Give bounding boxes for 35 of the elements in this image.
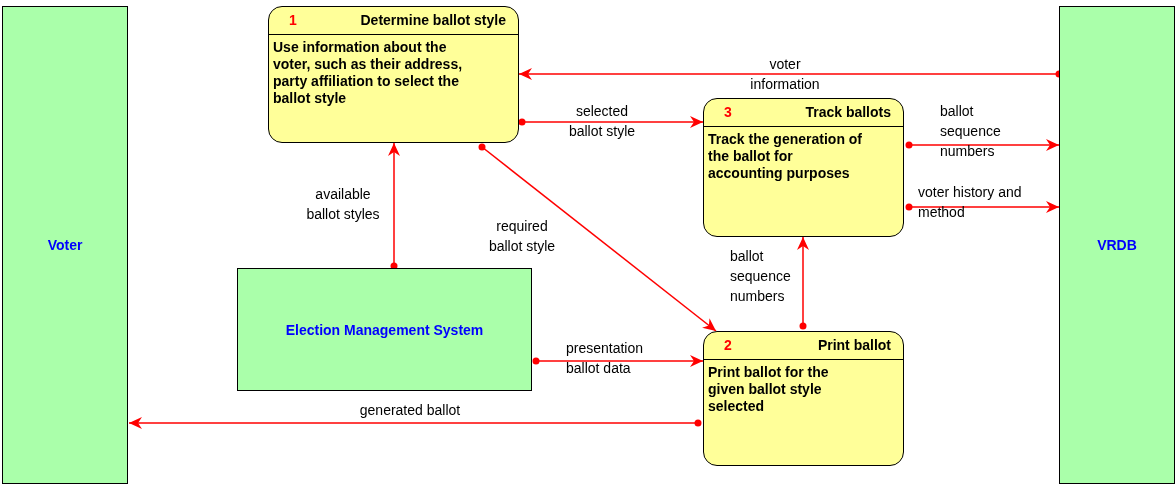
process-number: 3 (724, 104, 732, 120)
process-description: Print ballot for the given ballot style selected (707, 363, 830, 416)
arrow (128, 417, 702, 429)
arrow (905, 201, 1060, 213)
process-description: Use information about the voter, such as their address, party affiliation to select the ballot style (272, 38, 464, 108)
edge-label: generated ballot (358, 401, 462, 420)
arrow (797, 236, 809, 330)
entity-name: Voter (47, 237, 83, 253)
entity-name: Election Management System (285, 321, 484, 338)
process-title: Print ballot (817, 337, 891, 353)
process-description: Track the generation of the ballot for accounting purposes (707, 130, 864, 183)
arrow (905, 139, 1060, 151)
edge-label: voter history and method (918, 183, 1023, 222)
process-title: Determine ballot style (360, 12, 506, 28)
edge-label: ballot sequence numbers (940, 102, 1002, 161)
edge-label: required ballot style (487, 217, 557, 256)
entity-name: VRDB (1097, 237, 1137, 253)
edge-label: voter information (749, 55, 821, 94)
edge-label: ballot sequence numbers (730, 247, 792, 306)
external-entity-box (1059, 6, 1175, 484)
arrow (532, 355, 704, 367)
process-box (268, 6, 519, 143)
edge-label: available ballot styles (305, 185, 381, 224)
process-number: 2 (724, 337, 732, 353)
process-box (703, 331, 904, 466)
arrow (388, 142, 400, 270)
arrow (478, 143, 717, 332)
process-box (703, 98, 904, 237)
external-entity-box (237, 268, 532, 391)
process-number: 1 (289, 12, 297, 28)
external-entity-box (2, 6, 128, 484)
edge-label: selected ballot style (567, 102, 637, 141)
process-title: Track ballots (805, 104, 891, 120)
edge-label: presentation ballot data (566, 339, 645, 378)
arrow (518, 116, 704, 128)
